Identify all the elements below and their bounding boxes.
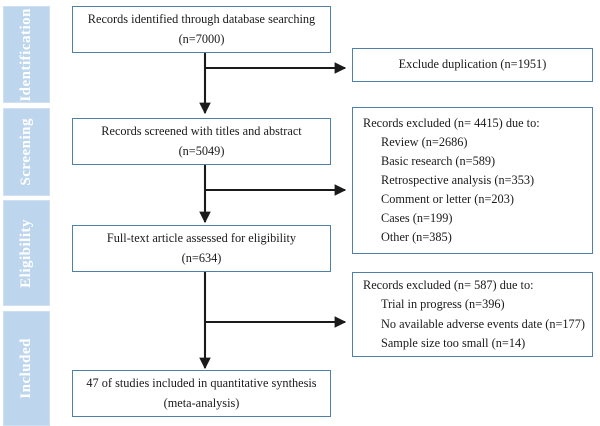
node-studies-included-line2: (meta-analysis) — [163, 395, 240, 410]
node-fulltext-assessed: Full-text article assessed for eligibili… — [72, 225, 331, 272]
exclusion-reason-comment-or-letter: Comment or letter (n=203) — [381, 192, 514, 207]
node-records-excluded-screening: Records excluded (n= 4415) due to: Revie… — [352, 107, 593, 254]
node-records-excluded-eligibility: Records excluded (n= 587) due to: Trial … — [352, 272, 593, 357]
exclusion-reason-no-adverse-events-date: No available adverse events date (n=177) — [381, 316, 585, 331]
exclusion-reason-sample-size-too-small: Sample size too small (n=14) — [381, 335, 526, 350]
node-records-screened-count: (n=5049) — [178, 143, 225, 158]
exclusion-reason-trial-in-progress: Trial in progress (n=396) — [381, 297, 505, 312]
node-records-identified: Records identified through database sear… — [72, 6, 331, 53]
exclusion-reason-basic-research: Basic research (n=589) — [381, 153, 496, 168]
stage-eligibility-label: Eligibility — [18, 218, 34, 288]
node-studies-included-line1: 47 of studies included in quantitative s… — [86, 376, 317, 391]
stage-included-label: Included — [18, 338, 34, 399]
node-fulltext-assessed-count: (n=634) — [181, 250, 222, 265]
stage-eligibility: Eligibility — [3, 200, 50, 306]
stage-identification: Identification — [3, 6, 50, 103]
exclusion-reason-review: Review (n=2686) — [381, 134, 468, 149]
stage-screening: Screening — [3, 108, 50, 196]
node-records-screened-line1: Records screened with titles and abstrac… — [101, 124, 302, 139]
exclusion-reason-retrospective-analysis: Retrospective analysis (n=353) — [381, 172, 535, 187]
node-exclude-duplication: Exclude duplication (n=1951) — [352, 48, 593, 82]
node-records-excluded-eligibility-heading: Records excluded (n= 587) due to: — [363, 278, 534, 293]
stage-identification-label: Identification — [18, 7, 34, 102]
node-records-screened: Records screened with titles and abstrac… — [72, 118, 331, 165]
node-fulltext-assessed-line1: Full-text article assessed for eligibili… — [106, 231, 297, 246]
node-records-excluded-screening-heading: Records excluded (n= 4415) due to: — [363, 115, 540, 130]
stage-screening-label: Screening — [18, 118, 34, 186]
node-records-identified-line1: Records identified through database sear… — [87, 12, 316, 27]
exclusion-reason-other: Other (n=385) — [381, 230, 452, 245]
stage-included: Included — [3, 311, 50, 426]
exclusion-reason-cases: Cases (n=199) — [381, 211, 453, 226]
node-records-identified-count: (n=7000) — [178, 31, 225, 46]
node-exclude-duplication-label: Exclude duplication (n=1951) — [398, 57, 547, 72]
node-studies-included: 47 of studies included in quantitative s… — [72, 370, 331, 417]
